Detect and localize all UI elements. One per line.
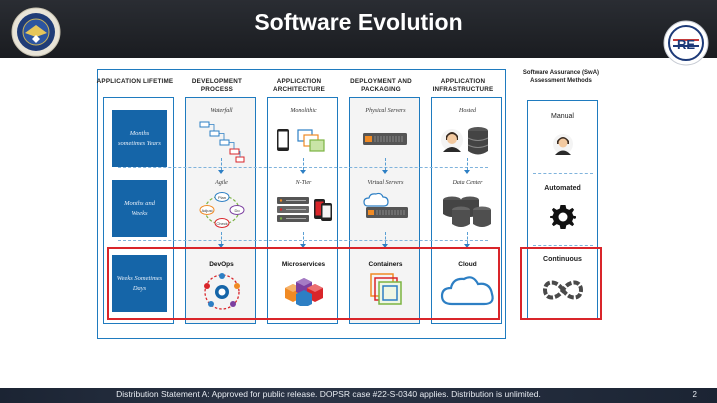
tablet-icon [314, 199, 332, 221]
infra-stage1-label: Hosted [459, 108, 476, 114]
arrow-arch-1-head [300, 170, 306, 174]
arrow-infra-2-head [464, 244, 470, 248]
arrow-dev-1-head [218, 170, 224, 174]
agile-node-plan: Plan [218, 195, 226, 200]
slide-title: Software Evolution [254, 9, 463, 35]
server-rack-icon [277, 197, 309, 222]
deploy-stage2-label: Virtual Servers [367, 180, 404, 186]
arrow-infra-1-head [464, 170, 470, 174]
distribution-statement: Distribution Statement A: Approved for p… [116, 389, 541, 399]
dev-stage1-label: Waterfall [210, 108, 233, 114]
swa-continuous-label: Continuous [543, 256, 582, 263]
gear-icon [550, 205, 576, 229]
swa-automated-label: Automated [544, 185, 581, 192]
phone-icon [277, 129, 289, 151]
arrow-deploy-1 [385, 158, 386, 170]
highlight-current-stage [107, 247, 500, 320]
manual-user-icon [553, 134, 573, 155]
infra-stage3-label: Cloud [458, 261, 477, 268]
col-infrastructure: Hosted Data Center Cloud [431, 97, 502, 324]
dev-stage2-label: Agile [215, 180, 228, 186]
arrow-dev-1 [221, 158, 222, 170]
col-header-architecture: APPLICATION ARCHITECTURE [272, 78, 326, 93]
containers-icon [370, 273, 402, 305]
arrow-dev-2 [221, 232, 222, 244]
svg-text:RE: RE [677, 37, 695, 52]
cloud-server-icon [363, 192, 408, 218]
swa-manual-label: Manual [551, 113, 574, 120]
arrow-dev-2-head [218, 244, 224, 248]
deploy-stage3-label: Containers [368, 261, 403, 268]
arrow-deploy-2-head [382, 244, 388, 248]
highlight-continuous [520, 247, 602, 320]
agile-node-do: Do [234, 208, 240, 213]
infinity-icon [542, 280, 584, 300]
arrow-arch-2-head [300, 244, 306, 248]
lifetime-stage2: Months and Weeks [112, 180, 167, 237]
slide-header: Software Evolution [0, 0, 717, 58]
deploy-stage1-label: Physical Servers [365, 108, 406, 114]
dod-seal-icon [11, 7, 61, 57]
arch-stage3-label: Microservices [281, 261, 326, 268]
logo-re-icon: RE [663, 20, 709, 66]
lifetime-stage3: Weeks Sometimes Days [112, 255, 167, 312]
page-number: 2 [692, 390, 697, 399]
agile-node-adjust: Adjust [201, 208, 213, 213]
col-header-infrastructure: APPLICATION INFRASTRUCTURE [432, 78, 494, 93]
col-header-lifetime: APPLICATION LIFETIME [96, 78, 174, 85]
database-icon [467, 127, 489, 155]
arrow-deploy-2 [385, 232, 386, 244]
dev-stage3-label: DevOps [209, 261, 234, 268]
arrow-infra-2 [467, 232, 468, 244]
database-cluster-icon [443, 196, 491, 227]
swa-divider-2 [533, 245, 593, 246]
arch-stage2-label: N-Tier [295, 180, 312, 186]
agile-node-check: Check [216, 221, 227, 226]
arch-stage1-label: Monolithic [290, 108, 317, 114]
microservices-cubes-icon [285, 278, 323, 306]
arrow-deploy-1-head [382, 170, 388, 174]
evolution-panel: APPLICATION LIFETIME DEVELOPMENT PROCESS… [97, 69, 506, 339]
user-avatar-icon [441, 129, 463, 152]
devops-icon [204, 273, 240, 310]
col-architecture: Monolithic N-Tier [267, 97, 338, 324]
waterfall-icon [199, 121, 245, 163]
agile-cycle-icon: Plan Do Check Adjust [199, 192, 245, 228]
col-header-deployment: DEPLOYMENT AND PACKAGING [350, 78, 412, 93]
col-lifetime: Months sometimes Years Months and Weeks … [103, 97, 174, 324]
arrow-arch-1 [303, 158, 304, 170]
swa-divider-1 [533, 173, 593, 174]
server-icon [363, 133, 407, 145]
infra-stage2-label: Data Center [452, 180, 483, 186]
col-header-development: DEVELOPMENT PROCESS [191, 78, 243, 93]
arrow-arch-2 [303, 232, 304, 244]
col-deployment: Physical Servers Virtual Servers Contain… [349, 97, 420, 324]
slide-footer: Distribution Statement A: Approved for p… [0, 388, 717, 403]
arrow-infra-1 [467, 158, 468, 170]
cloud-icon [440, 276, 494, 306]
monolith-app-icon [297, 129, 325, 152]
swa-header: Software Assurance (SwA) Assessment Meth… [522, 70, 600, 84]
lifetime-stage1: Months sometimes Years [112, 110, 167, 167]
col-development: Waterfall Agile Plan Do Check Adjust [185, 97, 256, 324]
